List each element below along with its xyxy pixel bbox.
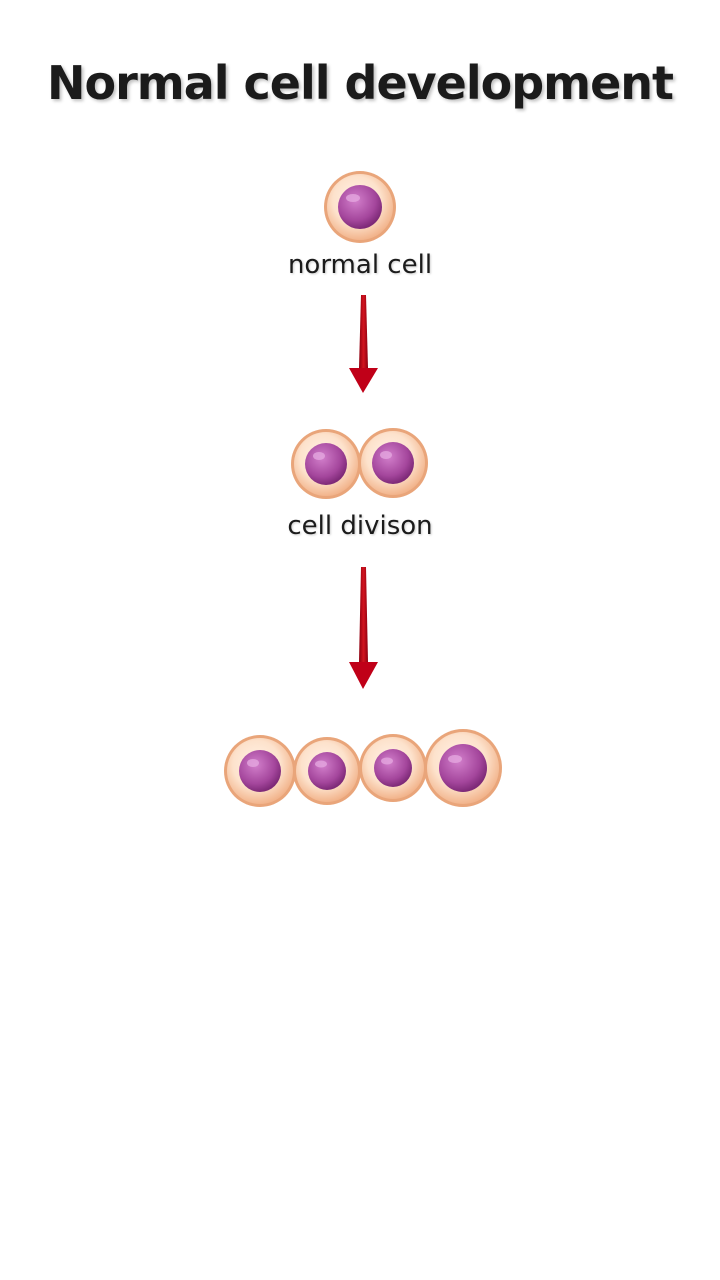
diagram-title: Normal cell development xyxy=(46,56,674,110)
arrow-down-icon xyxy=(349,295,378,393)
daughter-cell-4 xyxy=(424,729,502,807)
normal-cell xyxy=(324,171,396,243)
stage-label-cell-division: cell divison xyxy=(287,511,433,541)
stage-label-normal-cell: normal cell xyxy=(287,250,433,280)
daughter-cell-2 xyxy=(293,737,361,805)
daughter-cell-1 xyxy=(224,735,296,807)
arrow-down-icon xyxy=(349,567,378,689)
daughter-cell-3 xyxy=(359,734,427,802)
divided-cell-right xyxy=(358,428,428,498)
divided-cell-left xyxy=(291,429,361,499)
